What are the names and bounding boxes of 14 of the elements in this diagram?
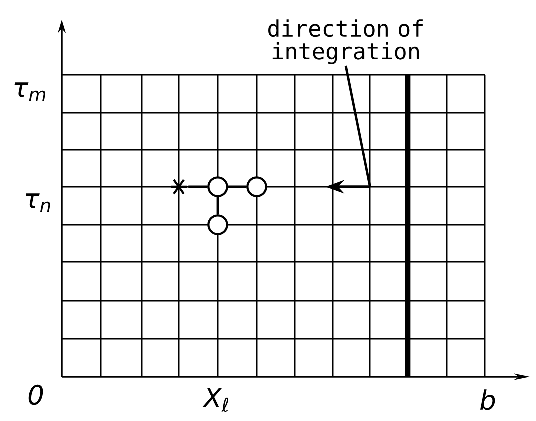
stencil-line <box>188 186 208 188</box>
axis-label: τ$_{m}$ <box>14 82 46 102</box>
grid-point-circle <box>246 176 268 198</box>
stencil-line <box>228 186 247 188</box>
stencil-line <box>216 197 220 215</box>
grid-point-circle <box>208 214 228 236</box>
axis-label: b <box>480 390 496 410</box>
annotation-text: direction of integration <box>268 20 423 64</box>
axis-label: τ$_{n}$ <box>26 194 50 212</box>
leader-line <box>344 66 372 188</box>
asterisk-point <box>170 178 188 196</box>
grid-point-circle <box>208 176 228 198</box>
axis-label: X$_{ℓ}$ <box>202 388 229 412</box>
origin-label: 0 <box>28 384 44 406</box>
